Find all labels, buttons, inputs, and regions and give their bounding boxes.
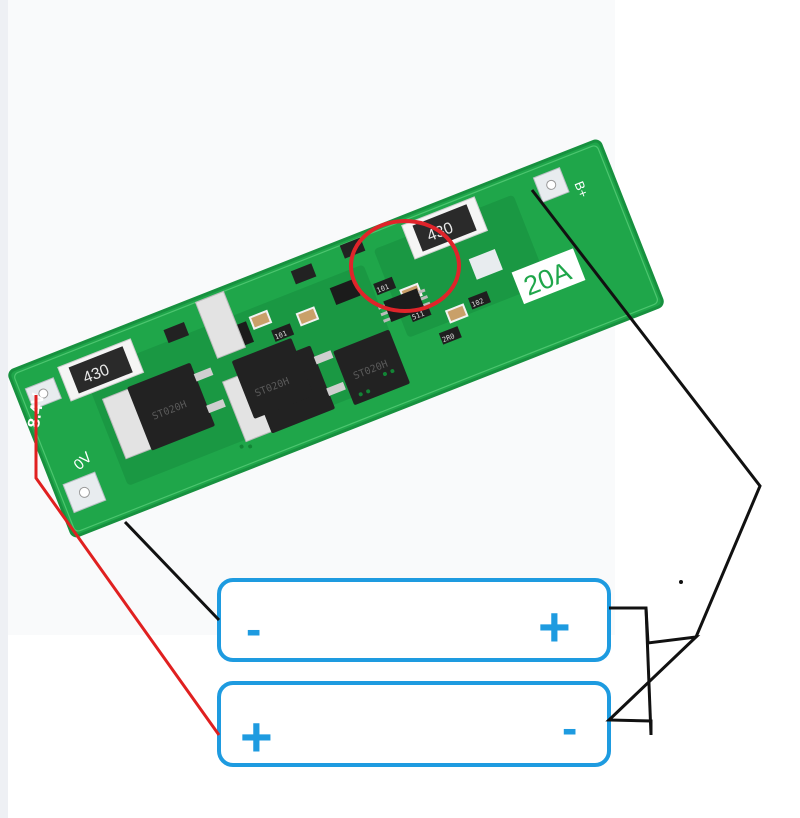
wire-bplus — [530, 189, 762, 638]
cell-2-right-sign: - — [562, 702, 577, 754]
label-bplus: B+ — [571, 179, 591, 200]
cell-1-left-sign: - — [246, 603, 261, 655]
pad-8v4 — [24, 377, 62, 410]
cell-2-left-sign: + — [240, 705, 273, 768]
wire-0v-to-cell1-negative — [123, 520, 221, 622]
pad-bplus — [532, 167, 570, 203]
junction-dot — [679, 580, 683, 584]
wire-positive-red — [34, 395, 221, 736]
resistor-left: 430 — [57, 338, 145, 402]
highlight-circle — [349, 219, 461, 313]
pcb-board: 8.4V 0V B+ 430 430 — [8, 139, 664, 538]
wire-series-link — [605, 606, 701, 735]
cell-1-right-sign: + — [538, 595, 571, 658]
mosfet-1: ST020H — [101, 363, 226, 460]
mosfet-4: ST020H — [333, 330, 410, 405]
pad-0v — [62, 471, 107, 514]
mosfet-3: ST020H — [194, 290, 314, 419]
battery-cell-2: + - — [217, 681, 611, 768]
photo-left-strip — [0, 0, 8, 818]
rating-label-bg — [511, 248, 586, 305]
battery-cell-1: - + — [217, 578, 611, 662]
protection-ic — [377, 288, 431, 323]
